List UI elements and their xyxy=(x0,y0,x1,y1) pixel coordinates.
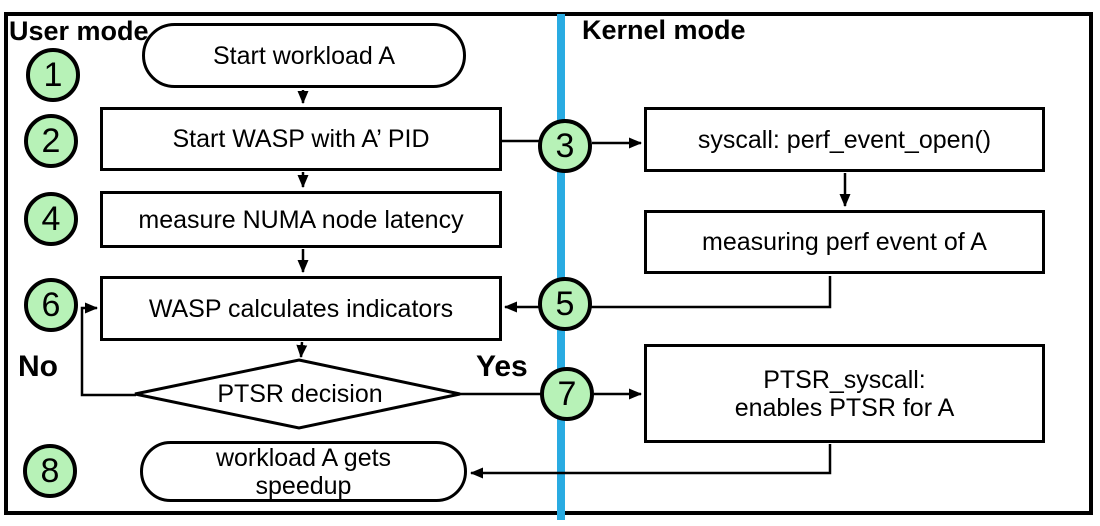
node-start-wasp: Start WASP with A’ PID xyxy=(100,107,502,171)
node-wasp-calculates: WASP calculates indicators xyxy=(100,276,502,341)
node-syscall-label: syscall: perf_event_open() xyxy=(697,125,992,154)
node-measure-numa: measure NUMA node latency xyxy=(100,191,502,248)
step-circle-1: 1 xyxy=(26,48,80,102)
node-start-workload: Start workload A xyxy=(142,23,466,88)
node-ptsr-syscall: PTSR_syscall: enables PTSR for A xyxy=(644,344,1045,443)
node-measuring-perf-event: measuring perf event of A xyxy=(644,210,1045,274)
step-circle-5: 5 xyxy=(538,277,592,331)
node-workload-speedup-line1: workload A gets xyxy=(215,443,392,472)
node-measure-numa-label: measure NUMA node latency xyxy=(138,205,464,234)
diagram-border xyxy=(4,12,1093,515)
branch-label-no: No xyxy=(18,350,58,383)
edge-measuring-to-calc xyxy=(504,276,832,313)
step-circle-2: 2 xyxy=(24,114,78,168)
node-workload-speedup-line2: speedup xyxy=(255,471,352,500)
node-ptsr-syscall-line1: PTSR_syscall: xyxy=(763,365,926,394)
edge-no-loop xyxy=(80,302,136,397)
edge-ptsr-to-speedup xyxy=(470,444,832,479)
node-ptsr-syscall-line2: enables PTSR for A xyxy=(734,393,955,422)
step-circle-6: 6 xyxy=(24,278,78,332)
kernel-mode-label: Kernel mode xyxy=(582,15,746,45)
user-mode-label: User mode xyxy=(9,16,149,46)
step-circle-4: 4 xyxy=(24,192,78,246)
node-ptsr-syscall-label: PTSR_syscall: enables PTSR for A xyxy=(735,366,955,422)
node-ptsr-decision: PTSR decision xyxy=(160,378,440,410)
step-circle-7: 7 xyxy=(540,367,594,421)
edge-calc-to-decision xyxy=(296,341,308,358)
node-wasp-calculates-label: WASP calculates indicators xyxy=(148,294,454,323)
node-start-workload-label: Start workload A xyxy=(212,41,396,70)
node-workload-speedup: workload A gets speedup xyxy=(140,441,467,502)
node-measuring-label: measuring perf event of A xyxy=(702,228,987,256)
step-circle-8: 8 xyxy=(23,444,77,498)
node-workload-speedup-label: workload A gets speedup xyxy=(216,444,391,500)
step-circle-3: 3 xyxy=(538,119,592,173)
node-ptsr-decision-label: PTSR decision xyxy=(217,379,383,408)
decision-diamond-shape xyxy=(134,358,461,430)
node-syscall-perf-event-open: syscall: perf_event_open() xyxy=(644,107,1045,172)
user-kernel-divider-line xyxy=(557,14,565,520)
branch-label-yes: Yes xyxy=(476,350,528,383)
node-start-wasp-label: Start WASP with A’ PID xyxy=(172,125,430,153)
